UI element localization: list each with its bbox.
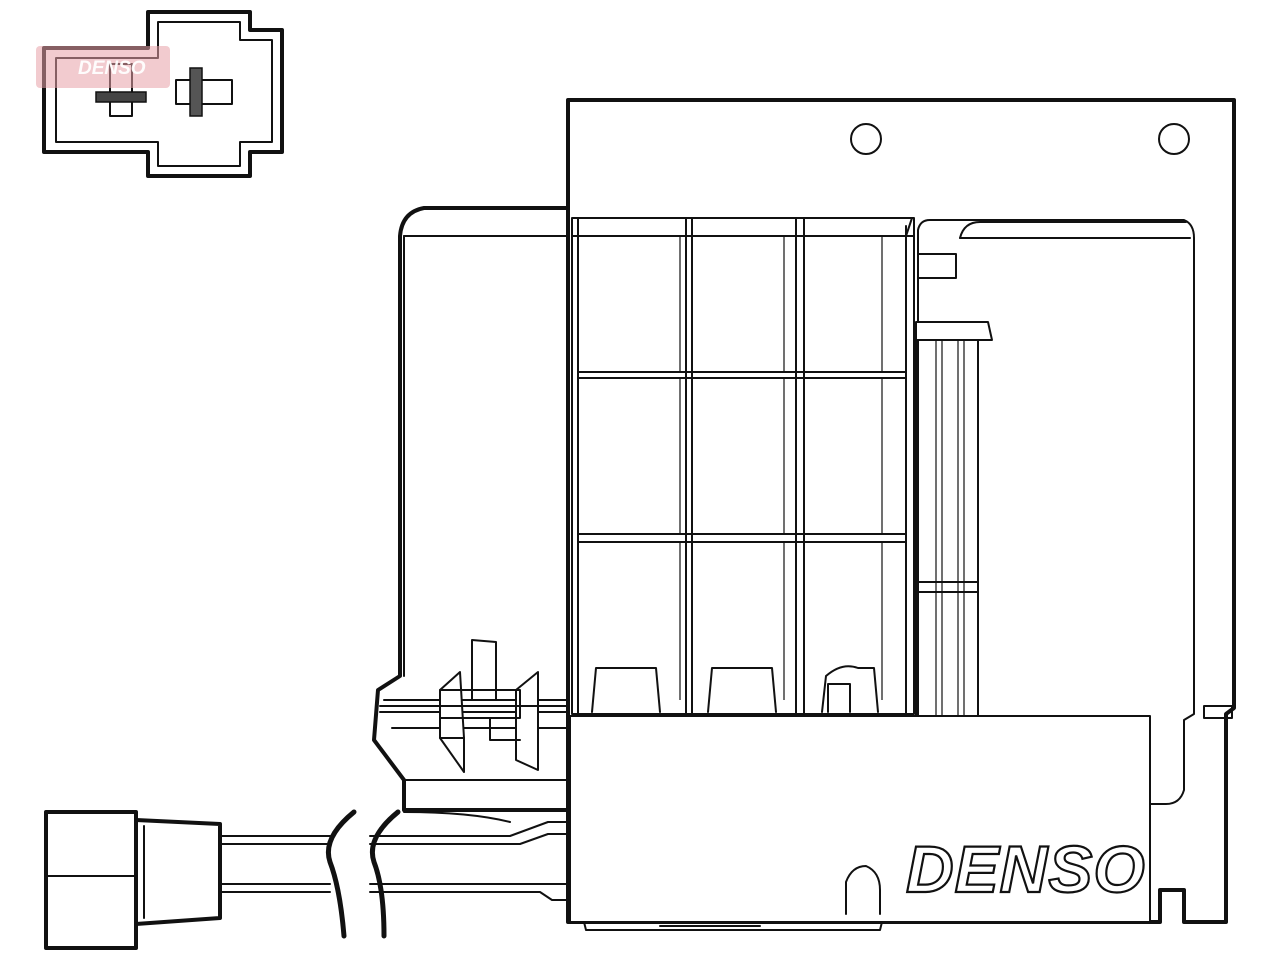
wire-harness [219, 809, 569, 939]
denso-watermark: DENSO [36, 46, 170, 88]
cable-break-mark-left [326, 809, 357, 939]
intake-grille [571, 217, 915, 715]
mounting-hole-left [850, 123, 882, 155]
mounting-hole-right [1158, 123, 1190, 155]
denso-logo: DENSO [906, 832, 1146, 906]
harness-plug [44, 810, 222, 950]
connector-end-view: DENSO [36, 10, 284, 178]
svg-text:DENSO: DENSO [78, 58, 146, 79]
cable-clip [379, 639, 569, 773]
connector-pin-right [175, 67, 233, 117]
motor-cover [569, 715, 1151, 931]
cable-break-mark-right [370, 809, 401, 939]
